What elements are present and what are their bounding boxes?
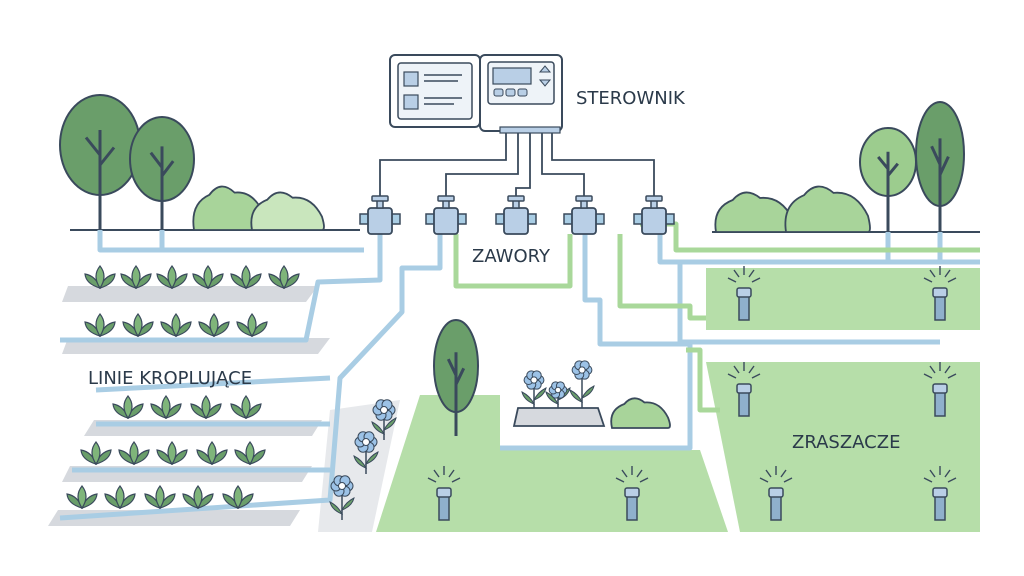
plant-icon [156,441,188,466]
plant-icon [160,313,192,338]
valve-icon [495,195,537,235]
plant-icon [190,395,222,420]
bush-icon [714,191,795,233]
sprinkler-icon [759,466,793,521]
pipe-right-lower [677,262,940,345]
bush-icon [250,191,325,231]
tree-icon [129,116,195,230]
label-sprinklers: ZRASZACZE [792,432,900,453]
sprinkler-icon [923,266,957,321]
plant-icon [156,265,188,290]
pipe-left-trees [97,230,364,253]
blue-pipes [59,230,980,521]
plant-icon [230,395,262,420]
controller-icon [389,54,563,134]
plant-icon [196,441,228,466]
lawn-areas [318,268,980,532]
flower-icon [371,399,397,440]
valve-icon [359,195,401,235]
plant-icon [84,265,116,290]
flower-bed [512,407,606,427]
plant-icon [268,265,300,290]
plant-icon [104,485,136,510]
valve-icon [425,195,467,235]
plant-icon [122,313,154,338]
plant-icon [84,313,116,338]
plant-icon [66,485,98,510]
trees [59,94,965,436]
plant-icon [80,441,112,466]
bushes [192,185,871,429]
tree-icon [59,94,141,230]
plant-icon [144,485,176,510]
pipe-right [657,234,980,265]
pipe-drip-top [95,375,331,393]
valve-icon [633,195,675,235]
sprinkler-icon [427,466,461,521]
plant-icon [234,441,266,466]
pipe-center-lawn [500,234,693,451]
plant-icon [118,441,150,466]
pipe-drip-upper [60,234,383,343]
pipe-drip-lower [59,234,443,521]
tree-icon [915,101,965,232]
plant-icon [230,265,262,290]
plant-icon [182,485,214,510]
flowers [329,360,595,520]
valves [359,195,675,235]
controller-wires [379,130,655,200]
plant-icon [150,395,182,420]
plant-icon [112,395,144,420]
flower-icon [329,475,355,520]
drip-plants [66,265,300,510]
plant-icon [236,313,268,338]
sprinkler-icon [923,466,957,521]
valve-icon [563,195,605,235]
flower-icon [521,370,547,410]
label-controller: STEROWNIK [576,88,686,109]
bush-icon [784,185,871,233]
sprinkler-icon [923,362,957,417]
lawn-center [376,395,728,532]
flower-icon [353,431,379,474]
bush-icon [610,397,671,429]
sprinklers [427,266,957,521]
sprinkler-icon [615,466,649,521]
flower-icon [545,381,571,410]
flower-strip [318,400,400,532]
plant-icon [192,265,224,290]
plant-icon [198,313,230,338]
sprinkler-icon [727,362,761,417]
label-drip-lines: LINIE KROPLUJĄCE [88,368,252,389]
plant-icon [120,265,152,290]
sprinkler-icon [727,266,761,321]
plant-icon [222,485,254,510]
flower-icon [569,360,595,408]
label-valves: ZAWORY [472,246,551,267]
tree-icon [433,319,479,436]
lawn-top-right [706,268,980,330]
